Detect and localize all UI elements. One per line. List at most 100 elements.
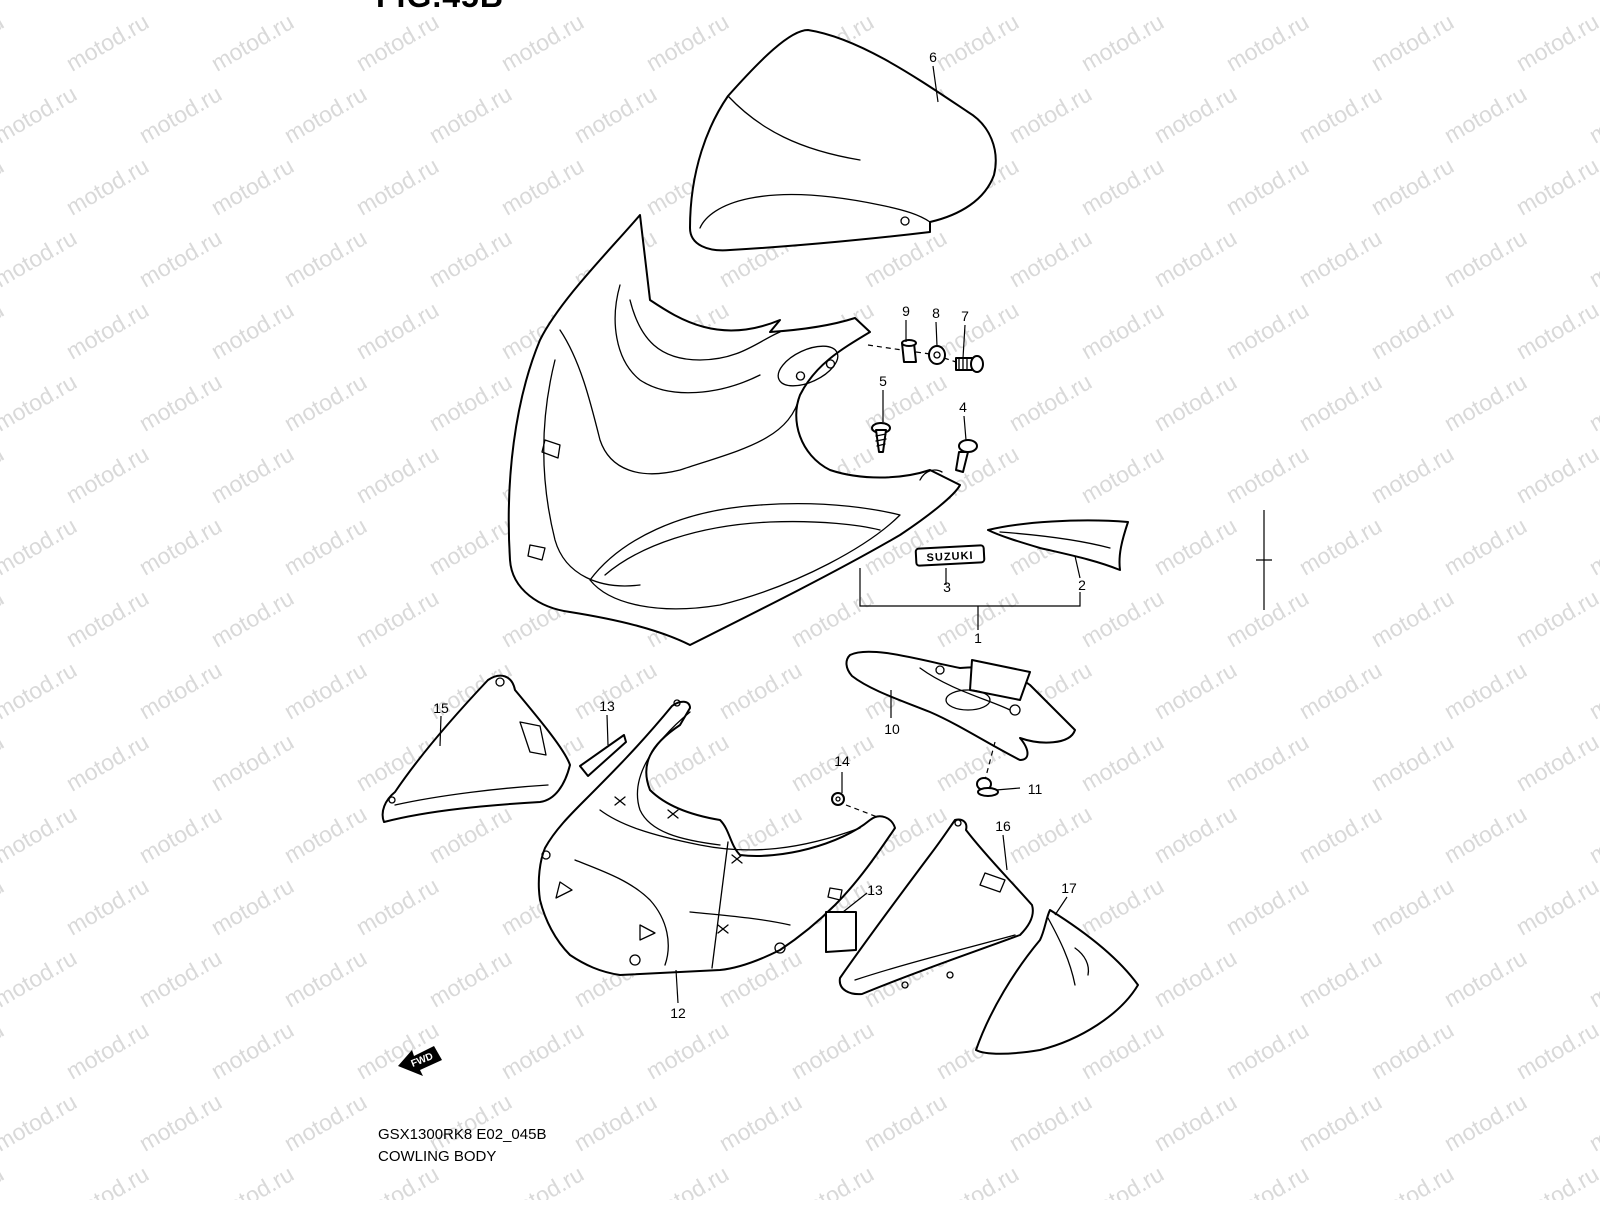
- watermark-text: motod.ru: [352, 8, 444, 76]
- watermark-text: motod.ru: [1005, 224, 1097, 292]
- watermark-text: motod.ru: [0, 944, 81, 1012]
- watermark-text: motod.ru: [1005, 80, 1097, 148]
- part-8-washer[interactable]: [929, 346, 945, 364]
- watermark-text: motod.ru: [642, 1160, 734, 1200]
- part-3-suzuki-emblem[interactable]: SUZUKI: [916, 545, 985, 566]
- figure-title: FIG.45B: [376, 0, 504, 14]
- watermark-text: motod.ru: [135, 368, 227, 436]
- watermark-text: motod.ru: [1512, 728, 1600, 796]
- watermark-text: motod.ru: [1512, 152, 1600, 220]
- figure-name: COWLING BODY: [378, 1146, 546, 1168]
- watermark-text: motod.ru: [135, 512, 227, 580]
- watermark-text: motod.ru: [1440, 80, 1532, 148]
- watermark-text: motod.ru: [1295, 512, 1387, 580]
- watermark-text: motod.ru: [1367, 872, 1459, 940]
- watermark-text: motod.ru: [280, 0, 372, 4]
- part-5-tapping-screw[interactable]: [872, 423, 890, 452]
- watermark-text: motod.ru: [135, 80, 227, 148]
- watermark-text: motod.ru: [1150, 368, 1242, 436]
- watermark-text: motod.ru: [1295, 224, 1387, 292]
- callout-8: 8: [932, 305, 940, 321]
- watermark-text: motod.ru: [1295, 656, 1387, 724]
- watermark-text: motod.ru: [1440, 1088, 1532, 1156]
- watermark-text: motod.ru: [1585, 656, 1600, 724]
- watermark-text: motod.ru: [1222, 872, 1314, 940]
- watermark-text: motod.ru: [1222, 8, 1314, 76]
- watermark-text: motod.ru: [425, 224, 517, 292]
- watermark-text: motod.ru: [62, 152, 154, 220]
- watermark-text: motod.ru: [207, 584, 299, 652]
- callout-6: 6: [929, 49, 937, 65]
- callout-17: 17: [1061, 880, 1077, 896]
- watermark-text: motod.ru: [1295, 80, 1387, 148]
- watermark-text: motod.ru: [570, 80, 662, 148]
- watermark-text: motod.ru: [0, 152, 8, 220]
- callout-3: 3: [943, 579, 951, 595]
- watermark-text: motod.ru: [207, 728, 299, 796]
- watermark-text: motod.ru: [1150, 224, 1242, 292]
- watermark-text: motod.ru: [1295, 0, 1387, 4]
- watermark-text: motod.ru: [1222, 1160, 1314, 1200]
- watermark-text: motod.ru: [1367, 1016, 1459, 1084]
- callout-14: 14: [834, 753, 850, 769]
- watermark-text: motod.ru: [0, 800, 81, 868]
- watermark-text: motod.ru: [0, 224, 81, 292]
- part-13-trim-lower[interactable]: [826, 912, 856, 952]
- watermark-text: motod.ru: [1295, 800, 1387, 868]
- watermark-text: motod.ru: [0, 1160, 8, 1200]
- watermark-text: motod.ru: [1295, 368, 1387, 436]
- watermark-text: motod.ru: [1222, 1016, 1314, 1084]
- watermark-text: motod.ru: [1585, 1088, 1600, 1156]
- watermark-text: motod.ru: [62, 440, 154, 508]
- watermark-text: motod.ru: [135, 944, 227, 1012]
- watermark-text: motod.ru: [497, 152, 589, 220]
- watermark-text: motod.ru: [207, 8, 299, 76]
- callout-15: 15: [433, 700, 449, 716]
- watermark-text: motod.ru: [787, 1016, 879, 1084]
- callout-5: 5: [879, 373, 887, 389]
- watermark-text: motod.ru: [1150, 800, 1242, 868]
- watermark-text: motod.ru: [425, 80, 517, 148]
- callout-16: 16: [995, 818, 1011, 834]
- watermark-text: motod.ru: [1367, 152, 1459, 220]
- part-14-nut[interactable]: [832, 793, 880, 818]
- watermark-text: motod.ru: [0, 872, 8, 940]
- watermark-text: motod.ru: [497, 1016, 589, 1084]
- watermark-text: motod.ru: [642, 8, 734, 76]
- watermark-text: motod.ru: [0, 1088, 81, 1156]
- watermark-text: motod.ru: [1077, 872, 1169, 940]
- watermark-text: motod.ru: [0, 80, 81, 148]
- watermark-text: motod.ru: [787, 728, 879, 796]
- watermark-text: motod.ru: [1150, 656, 1242, 724]
- watermark-text: motod.ru: [62, 584, 154, 652]
- watermark-text: motod.ru: [1367, 1160, 1459, 1200]
- watermark-text: motod.ru: [1295, 944, 1387, 1012]
- watermark-text: motod.ru: [0, 8, 8, 76]
- watermark-text: motod.ru: [715, 1088, 807, 1156]
- watermark-text: motod.ru: [62, 8, 154, 76]
- watermark-text: motod.ru: [860, 0, 952, 4]
- part-7-screw[interactable]: [956, 356, 983, 372]
- watermark-text: motod.ru: [1440, 944, 1532, 1012]
- watermark-text: motod.ru: [1150, 512, 1242, 580]
- callout-2: 2: [1078, 577, 1086, 593]
- watermark-text: motod.ru: [425, 368, 517, 436]
- watermark-text: motod.ru: [1512, 1160, 1600, 1200]
- watermark-text: motod.ru: [280, 656, 372, 724]
- watermark-text: motod.ru: [1585, 944, 1600, 1012]
- watermark-text: motod.ru: [0, 296, 8, 364]
- watermark-text: motod.ru: [1077, 296, 1169, 364]
- figure-code: GSX1300RK8 E02_045B: [378, 1124, 546, 1146]
- watermark-text: motod.ru: [932, 8, 1024, 76]
- part-9-cushion[interactable]: [902, 340, 916, 362]
- watermark-text: motod.ru: [1077, 728, 1169, 796]
- watermark-text: motod.ru: [1367, 584, 1459, 652]
- watermark-text: motod.ru: [1585, 368, 1600, 436]
- watermark-text: motod.ru: [1077, 584, 1169, 652]
- watermark-text: motod.ru: [1150, 1088, 1242, 1156]
- callout-11: 11: [1028, 781, 1043, 797]
- watermark-text: motod.ru: [207, 872, 299, 940]
- watermark-text: motod.ru: [1585, 0, 1600, 4]
